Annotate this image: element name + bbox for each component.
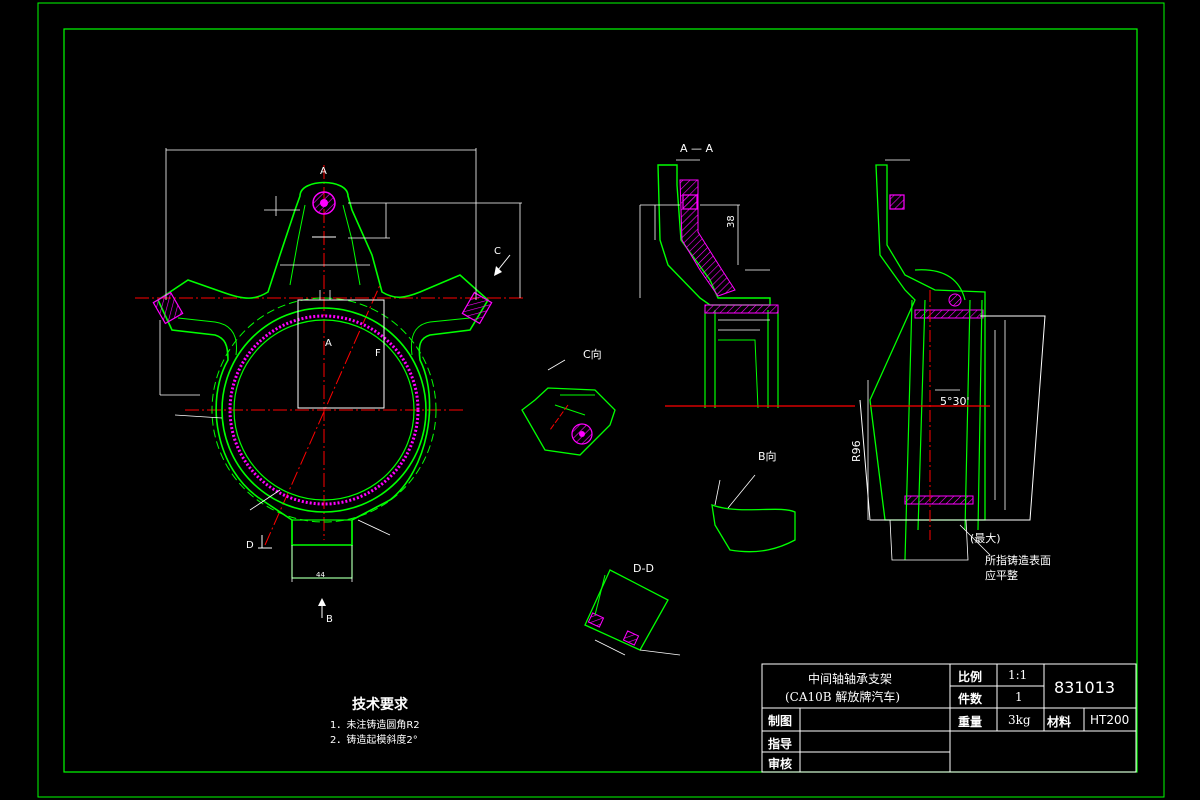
marker-f: F — [375, 348, 381, 359]
marker-d: D — [246, 540, 254, 551]
tech-requirement-2: 2．铸造起模斜度2° — [330, 735, 418, 746]
tech-requirements-title: 技术要求 — [352, 697, 408, 713]
section-dd-title: D-D — [633, 562, 654, 575]
dim-38: 38 — [726, 215, 737, 228]
surface-note-line1: 所指铸造表面 — [985, 554, 1051, 567]
drawn-label: 制图 — [768, 714, 793, 728]
title-block-grid — [761, 663, 1137, 773]
marker-c: C — [494, 246, 501, 257]
marker-b: B — [326, 614, 333, 625]
outer-frame — [37, 2, 1165, 798]
angle-annotation: 5°30' — [940, 395, 970, 408]
part-name: 中间轴轴承支架 — [808, 672, 893, 686]
review-label: 审核 — [768, 757, 793, 771]
material-label: 材料 — [1047, 715, 1072, 729]
weight-value: 3kg — [1008, 713, 1031, 727]
section-dd-view — [584, 569, 681, 656]
view-b — [711, 474, 796, 553]
guide-label: 指导 — [768, 737, 793, 751]
marker-a-top: A — [320, 166, 327, 177]
marker-a-center: A — [325, 338, 332, 349]
drawing-number: 831013 — [1054, 678, 1116, 697]
tech-requirement-1: 1．未注铸造圆角R2 — [330, 720, 420, 731]
side-view — [859, 159, 1046, 561]
vehicle-name: (CA10B 解放牌汽车) — [785, 690, 901, 704]
radius-annotation: R96 — [850, 440, 863, 462]
view-c — [521, 359, 616, 456]
scale-label: 比例 — [958, 670, 983, 684]
view-b-title: B向 — [758, 450, 777, 463]
surface-note-line2: 应平整 — [985, 569, 1018, 582]
dim-44: 44 — [316, 571, 325, 579]
max-annotation: (最大) — [970, 532, 1001, 545]
main-view — [135, 148, 525, 618]
section-aa-view — [639, 159, 855, 409]
weight-label: 重量 — [958, 715, 983, 729]
inner-frame — [63, 28, 1138, 773]
material-value: HT200 — [1090, 713, 1130, 727]
scale-value: 1:1 — [1008, 668, 1028, 682]
section-aa-title: A — A — [680, 142, 714, 155]
view-c-title: C向 — [583, 348, 602, 361]
qty-value: 1 — [1015, 690, 1023, 704]
qty-label: 件数 — [958, 692, 983, 706]
